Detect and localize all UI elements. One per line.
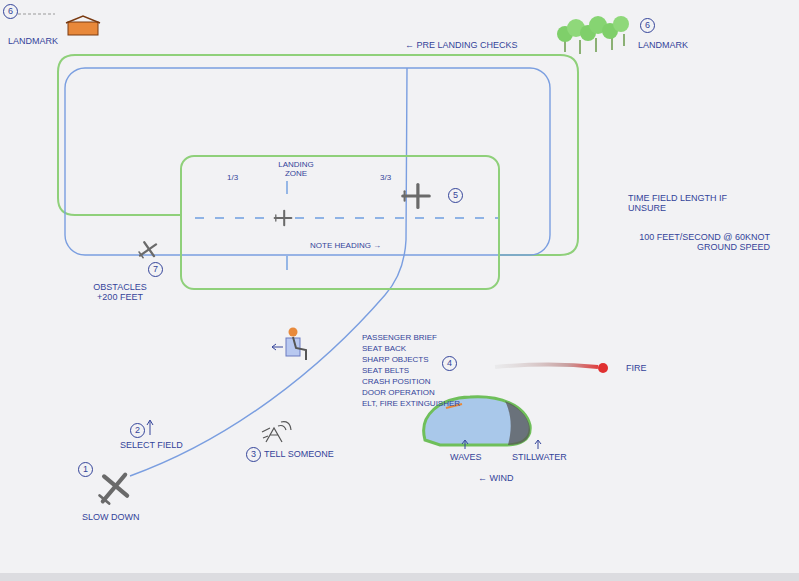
page-edge <box>0 573 799 581</box>
plane-symbol <box>91 465 136 511</box>
radio-icon <box>262 422 291 442</box>
field-text: LANDING ZONE <box>275 160 317 178</box>
field-text: NOTE HEADING → <box>310 241 381 250</box>
note-label: FIRE <box>626 363 647 373</box>
note-label: ← WIND <box>478 473 514 483</box>
note-label: TIME FIELD LENGTH IF UNSURE <box>628 193 732 214</box>
callout-number: 4 <box>442 356 457 371</box>
plane-symbol <box>275 211 292 225</box>
barn-roof <box>66 16 100 23</box>
passenger-icon <box>272 328 306 361</box>
smoke-trail <box>495 365 598 368</box>
pointer-arrow <box>462 440 541 449</box>
note-label: WAVES <box>450 452 482 462</box>
callout-number: 5 <box>448 188 463 203</box>
approach-path <box>130 68 407 476</box>
callout-number: 3 <box>246 447 261 462</box>
centerline <box>195 217 500 219</box>
fire-icon <box>598 363 608 373</box>
trees-icon <box>557 16 629 54</box>
note-label: PASSENGER BRIEF <box>362 333 437 342</box>
plane-symbol <box>135 237 161 262</box>
note-label: TELL SOMEONE <box>264 449 334 459</box>
note-label: SHARP OBJECTS <box>362 355 429 364</box>
still-water <box>505 401 530 445</box>
note-label: SELECT FIELD <box>120 440 183 450</box>
callout-number: 6 <box>3 4 18 19</box>
third-mark <box>286 181 287 270</box>
note-label: LANDMARK <box>638 40 688 50</box>
arrow-mark <box>147 420 153 435</box>
note-label: 100 FEET/SECOND @ 60KNOT GROUND SPEED <box>628 232 770 253</box>
callout-number: 7 <box>148 262 163 277</box>
note-label: SLOW DOWN <box>82 512 140 522</box>
note-label: STILLWATER <box>512 452 567 462</box>
barn-icon <box>68 22 98 35</box>
note-label: SEAT BACK <box>362 344 406 353</box>
callout-number: 6 <box>640 18 655 33</box>
ground-line <box>18 14 55 15</box>
note-label: CRASH POSITION <box>362 377 430 386</box>
note-label: OBSTACLES +200 FEET <box>88 282 152 303</box>
field-text: 1/3 <box>227 173 238 182</box>
note-label: ELT, FIRE EXTINGUISHER <box>362 399 460 408</box>
flight-path <box>65 68 550 255</box>
field-outline: LANDING ZONE 1/3 3/3NOTE HEADING → <box>180 155 500 290</box>
note-label: DOOR OPERATION <box>362 388 435 397</box>
callout-number: 1 <box>78 462 93 477</box>
note-label: LANDMARK <box>8 36 58 46</box>
note-label: ← PRE LANDING CHECKS <box>405 40 518 50</box>
field-text: 3/3 <box>380 173 391 182</box>
callout-number: 2 <box>130 423 145 438</box>
plane-symbol <box>403 185 430 208</box>
note-label: SEAT BELTS <box>362 366 409 375</box>
